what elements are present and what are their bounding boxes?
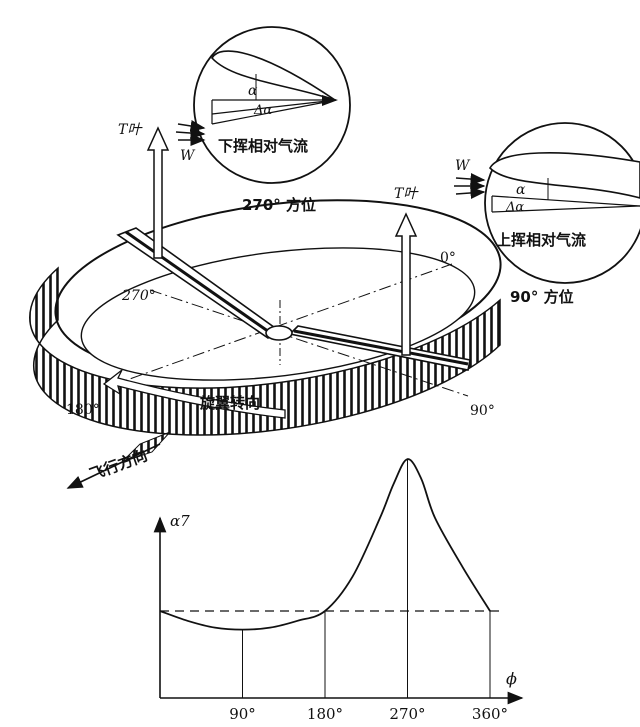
- chart-x-label: ϕ: [506, 669, 517, 688]
- detail-90: α Δα 上挥相对气流 W T叶 90° 方位: [394, 122, 640, 306]
- chart-series-line: [159, 458, 491, 631]
- caption-270: 270° 方位: [242, 196, 316, 214]
- azimuth-0-label: 0°: [440, 250, 456, 266]
- thrust-arrow-270: [146, 126, 170, 259]
- velocity-label-90: W: [455, 158, 471, 174]
- chart-y-label: α7: [170, 512, 190, 530]
- flight-direction-arrow: [66, 431, 171, 489]
- chart-tick-label: 360°: [472, 705, 508, 723]
- chart-tick-label: 180°: [307, 705, 343, 723]
- rotation-label: 旋翼转向: [199, 394, 260, 412]
- delta-alpha-label-270: Δα: [253, 103, 272, 118]
- delta-alpha-label-90: Δα: [505, 200, 524, 215]
- thrust-arrow-90: [394, 212, 418, 356]
- thrust-label-270: T叶: [118, 122, 143, 138]
- azimuth-90-label: 90°: [470, 403, 495, 419]
- airflow-label-90: 上挥相对气流: [496, 231, 586, 249]
- alpha-vs-azimuth-chart: α7 ϕ 90° 180° 270° 360°: [153, 458, 524, 723]
- detail-270: α Δα 下挥相对气流 T叶 W 270° 方位: [118, 26, 351, 214]
- airflow-label-270: 下挥相对气流: [218, 137, 308, 155]
- azimuth-270-label: 270°: [121, 288, 156, 304]
- airfoil-90: [489, 152, 640, 199]
- caption-90: 90° 方位: [510, 288, 574, 306]
- axis-0-180: [109, 263, 453, 387]
- velocity-label-270: W: [180, 148, 196, 164]
- chart-tick-label: 90°: [229, 705, 256, 723]
- rotor-hub: [265, 325, 293, 341]
- chart-tick-label: 270°: [389, 705, 425, 723]
- blade-270-spar: [125, 230, 273, 336]
- rotation-arrow: [102, 369, 286, 419]
- azimuth-180-label: 180°: [66, 402, 100, 418]
- flight-direction-label: 飞行方向: [87, 446, 150, 483]
- blade-90-spar: [293, 329, 469, 366]
- chart-marks: 90° 180° 270° 360°: [159, 458, 508, 723]
- alpha-label-90: α: [516, 182, 526, 198]
- rotor-disc: 0° 270° 180° 90° 旋翼转向 飞行方向: [29, 126, 502, 489]
- axis-90-270: [149, 289, 469, 397]
- alpha-label-270: α: [248, 83, 258, 99]
- thrust-label-90: T叶: [394, 186, 419, 202]
